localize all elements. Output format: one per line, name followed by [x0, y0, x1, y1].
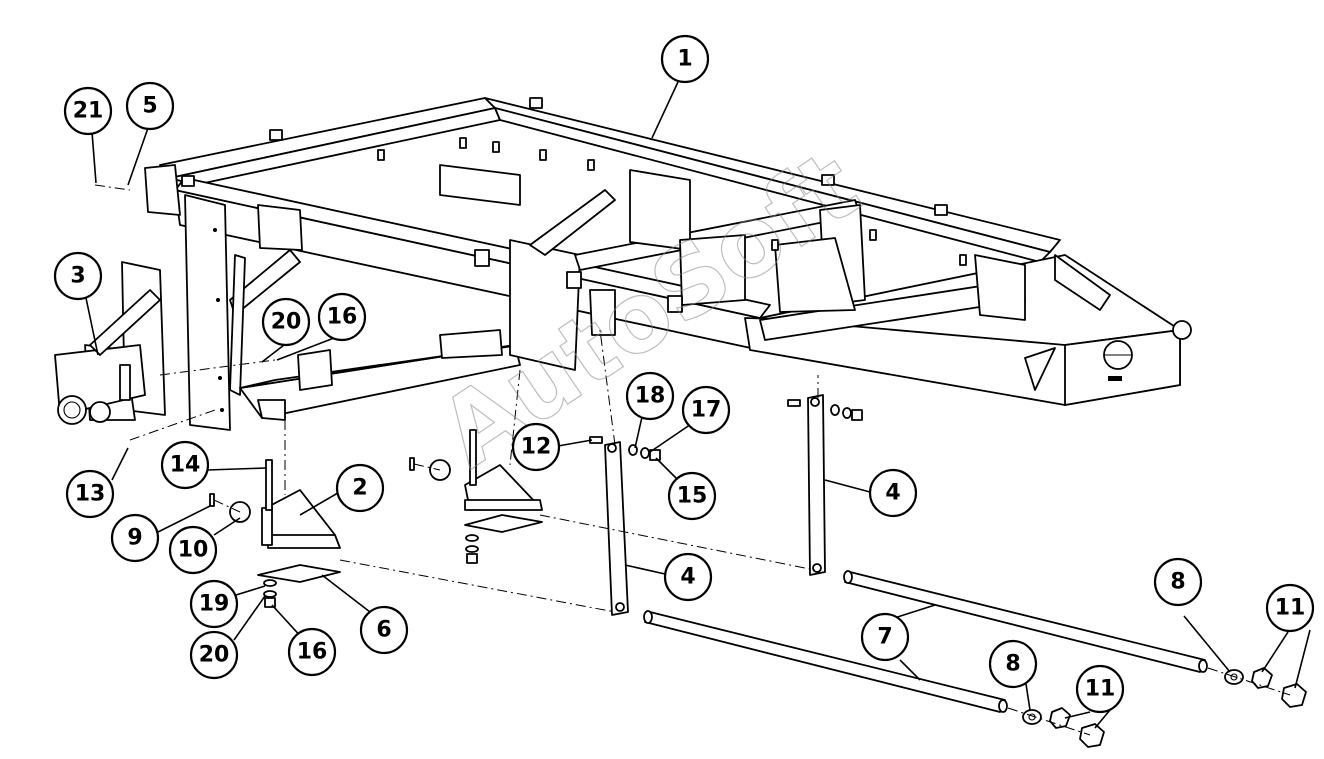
svg-text:6: 6 — [376, 618, 391, 643]
callout-8-upper: 8 — [1153, 557, 1203, 607]
callout-21: 21 — [63, 86, 113, 136]
callout-15: 15 — [667, 471, 717, 521]
callout-1: 1 — [660, 34, 710, 84]
callout-6: 6 — [359, 605, 409, 655]
leg-assembly-center — [409, 429, 543, 564]
leader-lines — [85, 81, 1311, 729]
callouts: 1 21 5 3 20 16 14 13 2 9 10 19 20 16 6 1… — [53, 34, 1315, 714]
callout-4-left: 4 — [663, 552, 713, 602]
svg-text:7: 7 — [877, 625, 892, 650]
svg-text:2: 2 — [352, 476, 367, 501]
svg-text:5: 5 — [142, 94, 157, 119]
svg-text:8: 8 — [1170, 570, 1185, 595]
callout-4-right: 4 — [868, 468, 918, 518]
svg-text:3: 3 — [70, 264, 85, 289]
callout-20-upper: 20 — [261, 297, 311, 347]
callout-13: 13 — [65, 469, 115, 519]
svg-text:14: 14 — [170, 453, 201, 478]
svg-text:4: 4 — [680, 565, 695, 590]
callout-3: 3 — [53, 251, 103, 301]
callout-14: 14 — [160, 440, 210, 490]
svg-text:20: 20 — [199, 643, 230, 668]
callout-11-lower: 11 — [1075, 664, 1125, 714]
svg-text:17: 17 — [691, 398, 722, 423]
callout-20-lower: 20 — [189, 630, 239, 680]
callout-2: 2 — [335, 463, 385, 513]
callout-5: 5 — [125, 81, 175, 131]
callout-16-upper: 16 — [317, 292, 367, 342]
svg-text:13: 13 — [75, 482, 106, 507]
link-bars — [589, 394, 863, 616]
svg-text:19: 19 — [199, 592, 230, 617]
callout-17: 17 — [681, 385, 731, 435]
callout-10: 10 — [168, 525, 218, 575]
svg-text:11: 11 — [1085, 677, 1116, 702]
main-frame — [144, 97, 1192, 431]
svg-text:9: 9 — [127, 526, 142, 551]
svg-text:16: 16 — [297, 640, 328, 665]
callout-9: 9 — [110, 513, 160, 563]
svg-text:18: 18 — [635, 384, 666, 409]
svg-text:4: 4 — [885, 481, 900, 506]
axle-rods — [643, 570, 1307, 748]
callout-12: 12 — [511, 422, 561, 472]
callout-11-upper: 11 — [1265, 583, 1315, 633]
svg-text:12: 12 — [521, 435, 552, 460]
svg-text:15: 15 — [677, 484, 708, 509]
svg-text:1: 1 — [677, 47, 692, 72]
svg-text:16: 16 — [327, 305, 358, 330]
callout-7: 7 — [860, 612, 910, 662]
assembly-lines — [94, 184, 1291, 736]
callout-16-lower: 16 — [287, 627, 337, 677]
svg-text:21: 21 — [73, 99, 104, 124]
svg-text:10: 10 — [178, 538, 209, 563]
hitch-bracket — [54, 261, 166, 425]
callout-18: 18 — [625, 371, 675, 421]
leg-assembly-left — [209, 459, 341, 608]
callout-19: 19 — [189, 579, 239, 629]
svg-text:20: 20 — [271, 310, 302, 335]
callout-8-lower: 8 — [988, 639, 1038, 689]
svg-text:11: 11 — [1275, 596, 1306, 621]
svg-text:8: 8 — [1005, 652, 1020, 677]
